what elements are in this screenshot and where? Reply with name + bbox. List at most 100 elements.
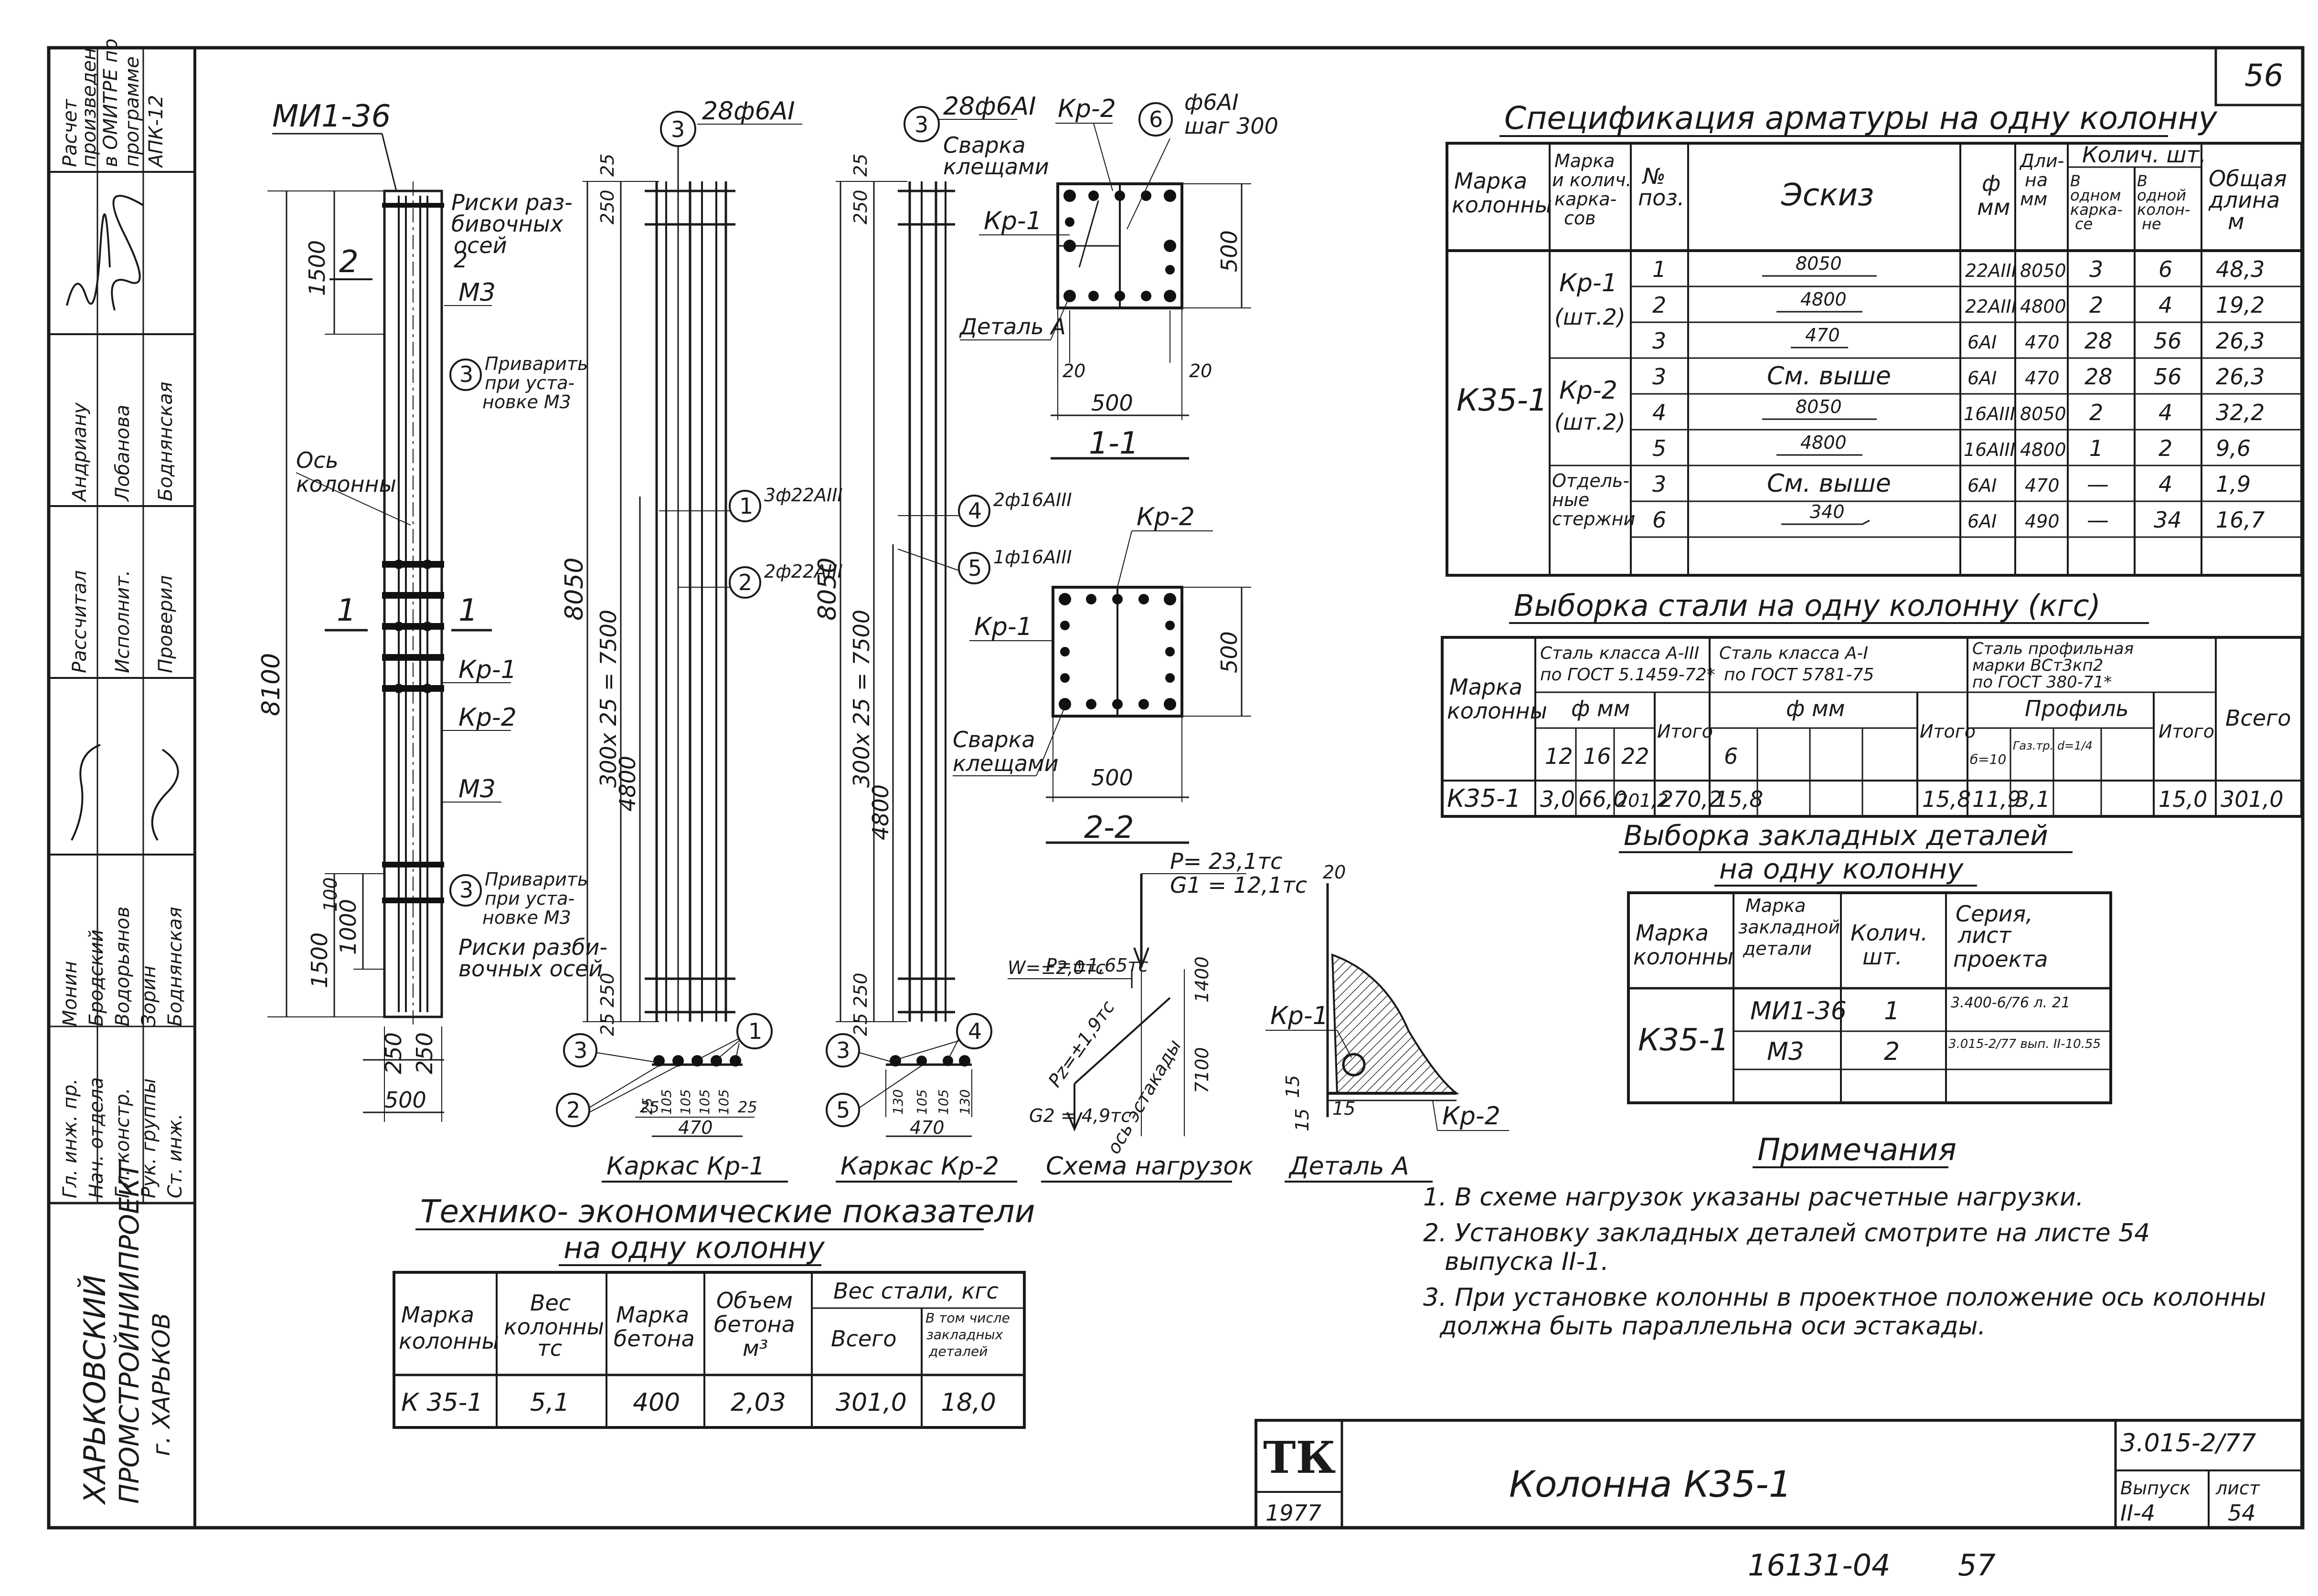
svg-text:Итого: Итого	[1920, 721, 1976, 742]
svg-text:4800: 4800	[2020, 439, 2066, 460]
svg-text:48,3: 48,3	[2216, 256, 2265, 282]
svg-text:МИ1-36: МИ1-36	[1750, 997, 1847, 1025]
svg-text:Марка: Марка	[616, 1302, 689, 1328]
svg-text:P= 23,1тс: P= 23,1тс	[1170, 848, 1282, 874]
svg-text:ф6AI: ф6AI	[1184, 89, 1239, 115]
svg-text:колонны: колонны	[1452, 192, 1552, 218]
svg-text:карка-: карка-	[2070, 201, 2123, 219]
svg-text:2: 2	[2159, 435, 2172, 461]
svg-text:колонны: колонны	[1447, 698, 1547, 724]
svg-text:на одну колонну: на одну колонну	[1719, 853, 1964, 885]
svg-text:2: 2	[454, 247, 468, 273]
svg-text:К35-1: К35-1	[1638, 1023, 1729, 1058]
svg-text:25: 25	[639, 1098, 655, 1115]
svg-text:3.015-2/77 вып. II-10.55: 3.015-2/77 вып. II-10.55	[1948, 1037, 2101, 1051]
svg-text:Всего: Всего	[2225, 705, 2291, 731]
svg-text:Зорин: Зорин	[138, 965, 160, 1026]
svg-text:15,8: 15,8	[1714, 786, 1763, 812]
svg-text:Технико- экономические показат: Технико- экономические показатели	[420, 1193, 1035, 1230]
svg-text:G1 = 12,1тс: G1 = 12,1тс	[1170, 872, 1307, 898]
organization-block: ХАРЬКОВСКИЙ ПРОМСТРОЙНИИПРОЕКТ г. ХАРЬКО…	[77, 1160, 175, 1505]
signature-scribbles	[66, 195, 179, 841]
svg-text:В: В	[2070, 172, 2081, 190]
svg-text:при уста-: при уста-	[485, 888, 574, 909]
svg-text:3: 3	[1652, 471, 1666, 497]
svg-text:закладных: закладных	[926, 1327, 1003, 1342]
note-2: 2. Установку закладных деталей смотрите …	[1423, 1219, 2150, 1247]
svg-text:28: 28	[2084, 328, 2113, 354]
left-strip-names-2: Монин Бродский Водорьянов Зорин Боднянск…	[59, 907, 186, 1026]
svg-text:Нач. отдела: Нач. отдела	[85, 1077, 107, 1198]
svg-text:по ГОСТ 380-71*: по ГОСТ 380-71*	[1972, 673, 2112, 692]
svg-text:В: В	[2137, 172, 2148, 190]
notes: Примечания 1. В схеме нагрузок указаны р…	[1423, 1132, 2266, 1341]
svg-text:осей: осей	[454, 233, 507, 258]
svg-text:м: м	[2228, 209, 2244, 234]
svg-text:одном: одном	[2070, 186, 2121, 204]
svg-text:16AIII: 16AIII	[1964, 403, 2015, 424]
svg-text:колонны: колонны	[504, 1314, 604, 1340]
svg-text:2: 2	[1652, 292, 1666, 318]
svg-text:Гл. инж. пр.: Гл. инж. пр.	[59, 1078, 81, 1198]
embed-row-1: МИ1-36 1 3.400-6/76 л. 21	[1750, 994, 2070, 1025]
svg-text:В том числе: В том числе	[925, 1310, 1010, 1326]
svg-text:3: 3	[671, 116, 685, 142]
svg-text:100: 100	[320, 877, 341, 912]
svg-text:Марка: Марка	[1554, 150, 1615, 171]
svg-text:(шт.2): (шт.2)	[1554, 304, 1626, 330]
svg-text:25: 25	[850, 154, 871, 177]
svg-text:28ф6AI: 28ф6AI	[702, 97, 795, 126]
svg-text:18,0: 18,0	[941, 1388, 996, 1417]
svg-text:бивочных: бивочных	[451, 211, 564, 237]
svg-text:6AI: 6AI	[1967, 368, 1997, 389]
svg-text:клещами: клещами	[953, 750, 1059, 776]
svg-text:Ст. инж.: Ст. инж.	[164, 1113, 186, 1198]
svg-text:на: на	[2025, 169, 2048, 190]
svg-text:3: 3	[1652, 328, 1666, 354]
svg-text:250: 250	[597, 190, 618, 224]
svg-text:2: 2	[2089, 400, 2103, 425]
svg-text:301,0: 301,0	[836, 1388, 907, 1417]
svg-text:мм: мм	[1977, 194, 2010, 220]
svg-text:Ось: Ось	[296, 447, 339, 473]
sketch-header: Эскиз	[1781, 178, 1874, 213]
svg-text:3: 3	[836, 1037, 850, 1063]
svg-text:19,2: 19,2	[2216, 292, 2265, 318]
svg-text:15,0: 15,0	[2159, 786, 2207, 812]
svg-text:1: 1	[458, 593, 478, 628]
svg-text:6AI: 6AI	[1967, 475, 1997, 496]
svg-text:28: 28	[2084, 364, 2113, 390]
svg-text:1ф16AIII: 1ф16AIII	[993, 547, 1072, 568]
svg-text:28ф6AI: 28ф6AI	[943, 92, 1036, 121]
svg-text:и колич.: и колич.	[1552, 169, 1632, 190]
detail-a: 20 Кр-1 15 15 15 Кр-2 Деталь А	[1265, 862, 1509, 1183]
svg-text:Серия,: Серия,	[1956, 901, 2033, 927]
svg-text:—: —	[2087, 507, 2109, 533]
svg-text:1: 1	[337, 593, 356, 628]
svg-text:3: 3	[574, 1037, 587, 1063]
svg-text:Итого: Итого	[2159, 721, 2214, 742]
svg-text:4800: 4800	[1800, 432, 1847, 453]
svg-text:К 35-1: К 35-1	[401, 1388, 483, 1417]
svg-text:(шт.2): (шт.2)	[1554, 409, 1626, 435]
svg-text:1000: 1000	[335, 899, 361, 955]
svg-text:130: 130	[890, 1089, 906, 1115]
svg-text:25: 25	[738, 1098, 757, 1116]
svg-text:Сварка: Сварка	[953, 727, 1035, 752]
svg-text:Бродский: Бродский	[85, 930, 107, 1026]
svg-text:колон-: колон-	[2137, 201, 2190, 219]
svg-text:Схема нагрузок: Схема нагрузок	[1046, 1152, 1254, 1181]
svg-text:№: №	[1641, 163, 1666, 189]
svg-text:20: 20	[1323, 862, 1346, 883]
svg-text:Сталь класса А-I: Сталь класса А-I	[1719, 644, 1868, 663]
svg-text:66,0: 66,0	[1578, 786, 1627, 812]
svg-text:Андриану: Андриану	[69, 402, 91, 503]
svg-text:Колич.: Колич.	[1850, 920, 1928, 946]
svg-text:340: 340	[1810, 501, 1845, 522]
svg-text:3.015-2/77: 3.015-2/77	[2120, 1429, 2256, 1458]
svg-text:270,2: 270,2	[1659, 786, 1723, 812]
steel-title: Выборка стали на одну колонну (кгс)	[1514, 588, 2101, 623]
